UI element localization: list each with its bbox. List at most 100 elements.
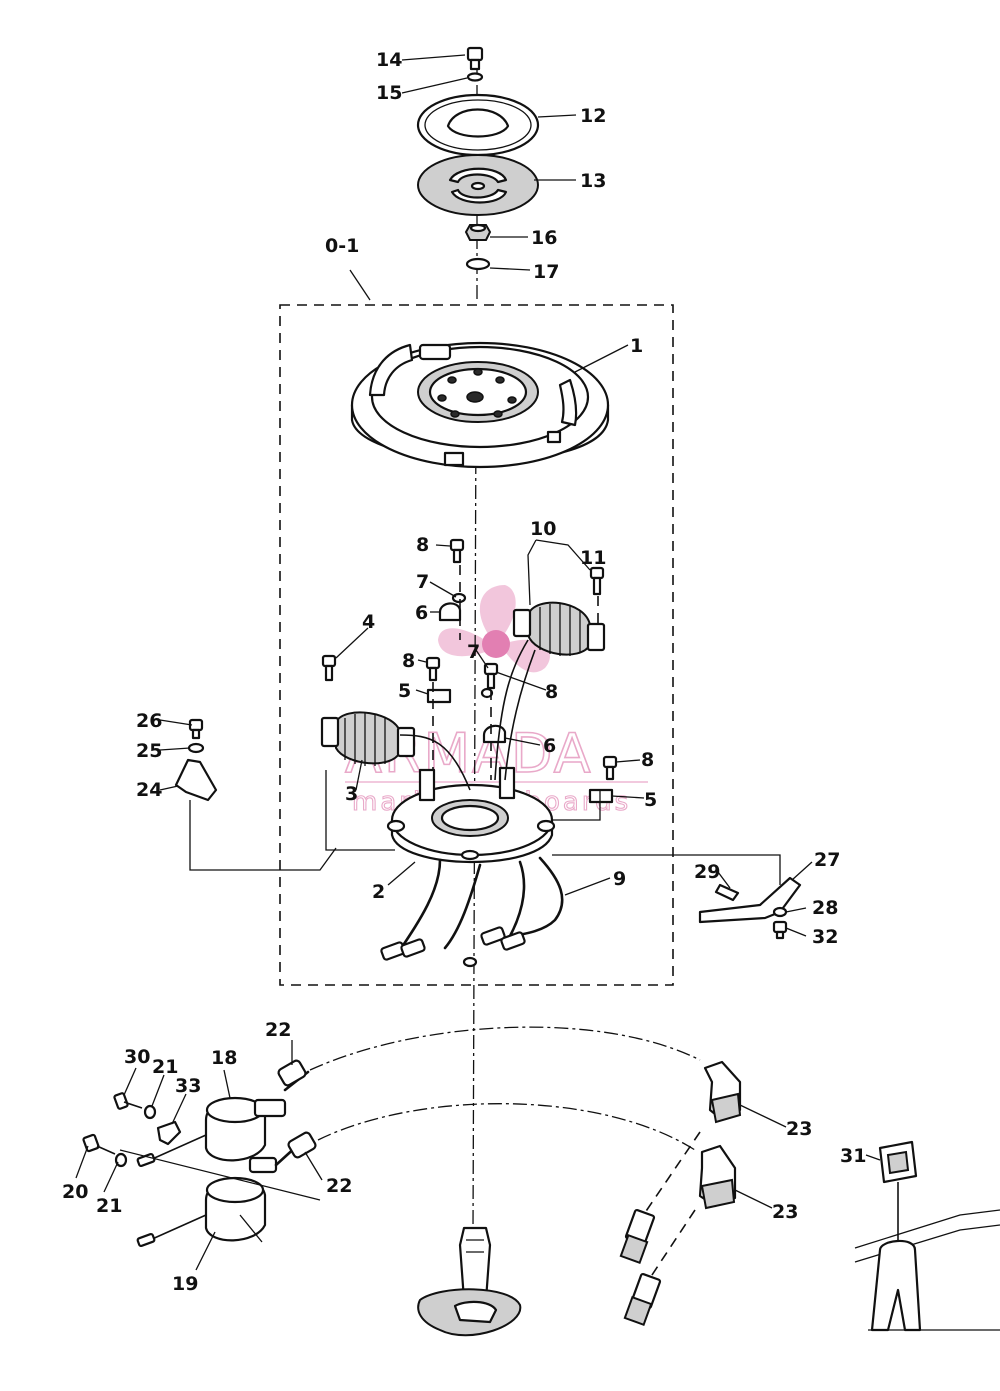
- label-5-right: 5: [644, 789, 657, 811]
- label-14: 14: [376, 49, 402, 71]
- guide-line-5: [552, 790, 601, 821]
- label-33: 33: [175, 1075, 201, 1097]
- grommet-31: [878, 1140, 918, 1184]
- label-28: 28: [812, 897, 838, 919]
- washer-21-lower: [114, 1152, 128, 1168]
- label-29: 29: [694, 861, 720, 883]
- bolt-30: [113, 1092, 143, 1110]
- label-32: 32: [812, 926, 838, 948]
- label-16: 16: [531, 227, 557, 249]
- guide-lines-screws: [432, 565, 599, 780]
- label-6-top: 6: [415, 602, 428, 624]
- washer-17: [465, 257, 491, 271]
- label-30: 30: [124, 1046, 150, 1068]
- guide-line-24: [189, 800, 337, 871]
- label-1: 1: [630, 335, 643, 357]
- label-8-left: 8: [402, 650, 415, 672]
- label-13: 13: [580, 170, 606, 192]
- bolt-20: [82, 1133, 116, 1155]
- screw-32: [772, 920, 788, 940]
- label-3: 3: [345, 783, 358, 805]
- flywheel-1: [350, 341, 610, 469]
- part-labels: 14 15 12 13 16 17 0-1 1 10 11 8 7 6 4 8 …: [62, 49, 866, 1295]
- label-9: 9: [613, 868, 626, 890]
- plug-cap-23-upper: [703, 1060, 742, 1124]
- clamp-6-top: [438, 602, 462, 622]
- screw-26: [188, 718, 204, 740]
- screw-4: [321, 654, 337, 682]
- clamp-5-left: [426, 688, 452, 704]
- washer-15: [466, 72, 484, 82]
- washer-7-top: [451, 592, 467, 604]
- coil-guide-lines: [119, 1149, 321, 1243]
- bracket-24: [174, 758, 218, 802]
- label-8-right: 8: [641, 749, 654, 771]
- label-4: 4: [362, 611, 375, 633]
- plate-13: [417, 154, 539, 216]
- label-19: 19: [172, 1273, 198, 1295]
- exciter-coil-10: [512, 601, 606, 656]
- label-2: 2: [372, 881, 385, 903]
- label-11: 11: [580, 547, 606, 569]
- washer-7-center: [480, 687, 494, 699]
- label-5-left: 5: [398, 680, 411, 702]
- clamp-6-center: [482, 724, 507, 744]
- label-12: 12: [580, 105, 606, 127]
- label-27: 27: [814, 849, 840, 871]
- coil-3-lead: [399, 734, 471, 791]
- washer-21-upper: [143, 1104, 157, 1120]
- ignition-coil-18: [136, 1059, 310, 1168]
- ignition-coil-19: [136, 1131, 317, 1248]
- label-6-center: 6: [543, 735, 556, 757]
- label-22-upper: 22: [265, 1019, 291, 1041]
- label-23-upper: 23: [786, 1118, 812, 1140]
- label-17: 17: [533, 261, 559, 283]
- screw-8-left: [425, 656, 441, 682]
- clip-33: [156, 1120, 182, 1146]
- watermark-propeller-logo: [438, 585, 550, 673]
- label-8-top: 8: [416, 534, 429, 556]
- high-tension-cord-22-lower: [317, 1103, 696, 1151]
- screw-11: [589, 566, 605, 596]
- spark-plug-upper: [619, 1208, 656, 1265]
- label-15: 15: [376, 82, 402, 104]
- plate-12: [416, 93, 540, 157]
- label-22-lower: 22: [326, 1175, 352, 1197]
- charging-coil-3: [320, 711, 416, 766]
- screw-8-right: [602, 755, 618, 781]
- label-25: 25: [136, 740, 162, 762]
- label-31: 31: [840, 1145, 866, 1167]
- assembly-boundary: [279, 304, 674, 986]
- label-assembly: 0-1: [325, 235, 359, 257]
- screw-14: [466, 46, 484, 71]
- coil-10-leads: [494, 639, 536, 781]
- plug-cap-23-lower: [698, 1144, 737, 1210]
- crankshaft: [417, 1226, 522, 1337]
- screw-8-top: [449, 538, 465, 564]
- washer-28: [772, 906, 788, 918]
- label-10: 10: [530, 518, 556, 540]
- label-26: 26: [136, 710, 162, 732]
- label-21-lower: 21: [96, 1195, 122, 1217]
- wire-harness-9: [380, 856, 564, 968]
- clamp-5-right: [588, 788, 614, 804]
- label-8-center: 8: [545, 681, 558, 703]
- plug-guide-lines: [639, 1131, 701, 1279]
- guide-line-3: [325, 770, 395, 851]
- label-18: 18: [211, 1047, 237, 1069]
- label-leaders: [75, 54, 881, 1271]
- screw-8-center: [483, 662, 499, 690]
- spark-plug-lower: [623, 1272, 662, 1327]
- high-tension-cord-22-upper: [309, 1026, 701, 1071]
- nut-16: [464, 223, 492, 241]
- guide-line-27: [552, 854, 781, 885]
- watermark: ARMADA marine outboards: [344, 585, 648, 818]
- label-21-upper: 21: [152, 1056, 178, 1078]
- label-7-top: 7: [416, 571, 429, 593]
- washer-25: [187, 742, 205, 754]
- stator-base-2: [386, 766, 556, 864]
- label-7-center: 7: [467, 641, 480, 663]
- label-24: 24: [136, 779, 162, 801]
- housing-fragment: [854, 1209, 1000, 1332]
